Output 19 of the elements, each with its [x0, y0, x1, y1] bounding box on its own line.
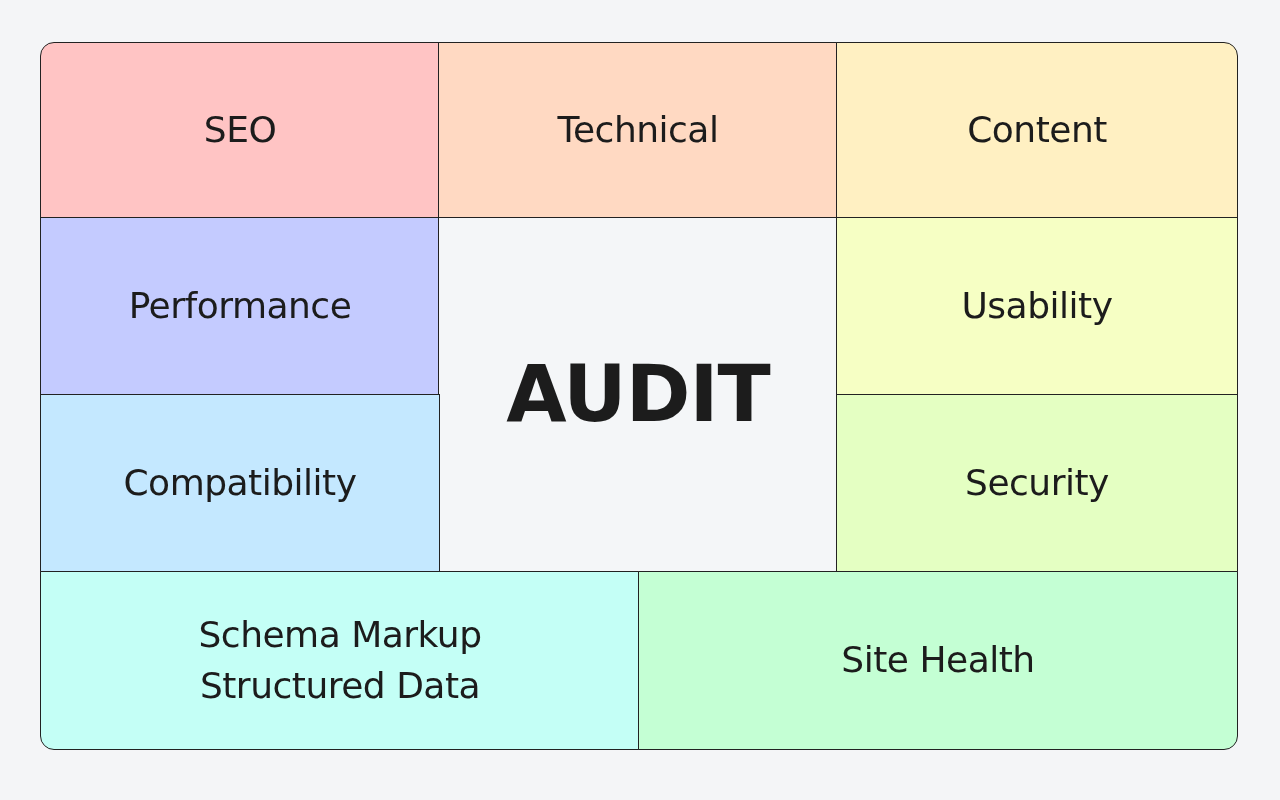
category-panel [40, 571, 640, 750]
category-panel [438, 42, 838, 219]
category-label: SEO [203, 108, 277, 153]
category-label: Site Health [841, 638, 1035, 683]
center-heading: AUDIT [506, 348, 770, 442]
category-label: Compatibility [123, 461, 357, 506]
category-panel [40, 217, 440, 396]
category-panel [836, 217, 1238, 396]
category-panel [40, 394, 440, 573]
category-label: Technical [557, 108, 719, 153]
category-label: Performance [128, 284, 352, 329]
category-label: Content [967, 108, 1107, 153]
category-panel [40, 42, 440, 219]
category-panel [836, 42, 1238, 219]
category-label: Usability [961, 284, 1113, 329]
category-label: Schema Markup Structured Data [197, 613, 483, 708]
category-panel [836, 394, 1238, 573]
category-panel [638, 571, 1238, 750]
category-label: Security [965, 461, 1109, 506]
